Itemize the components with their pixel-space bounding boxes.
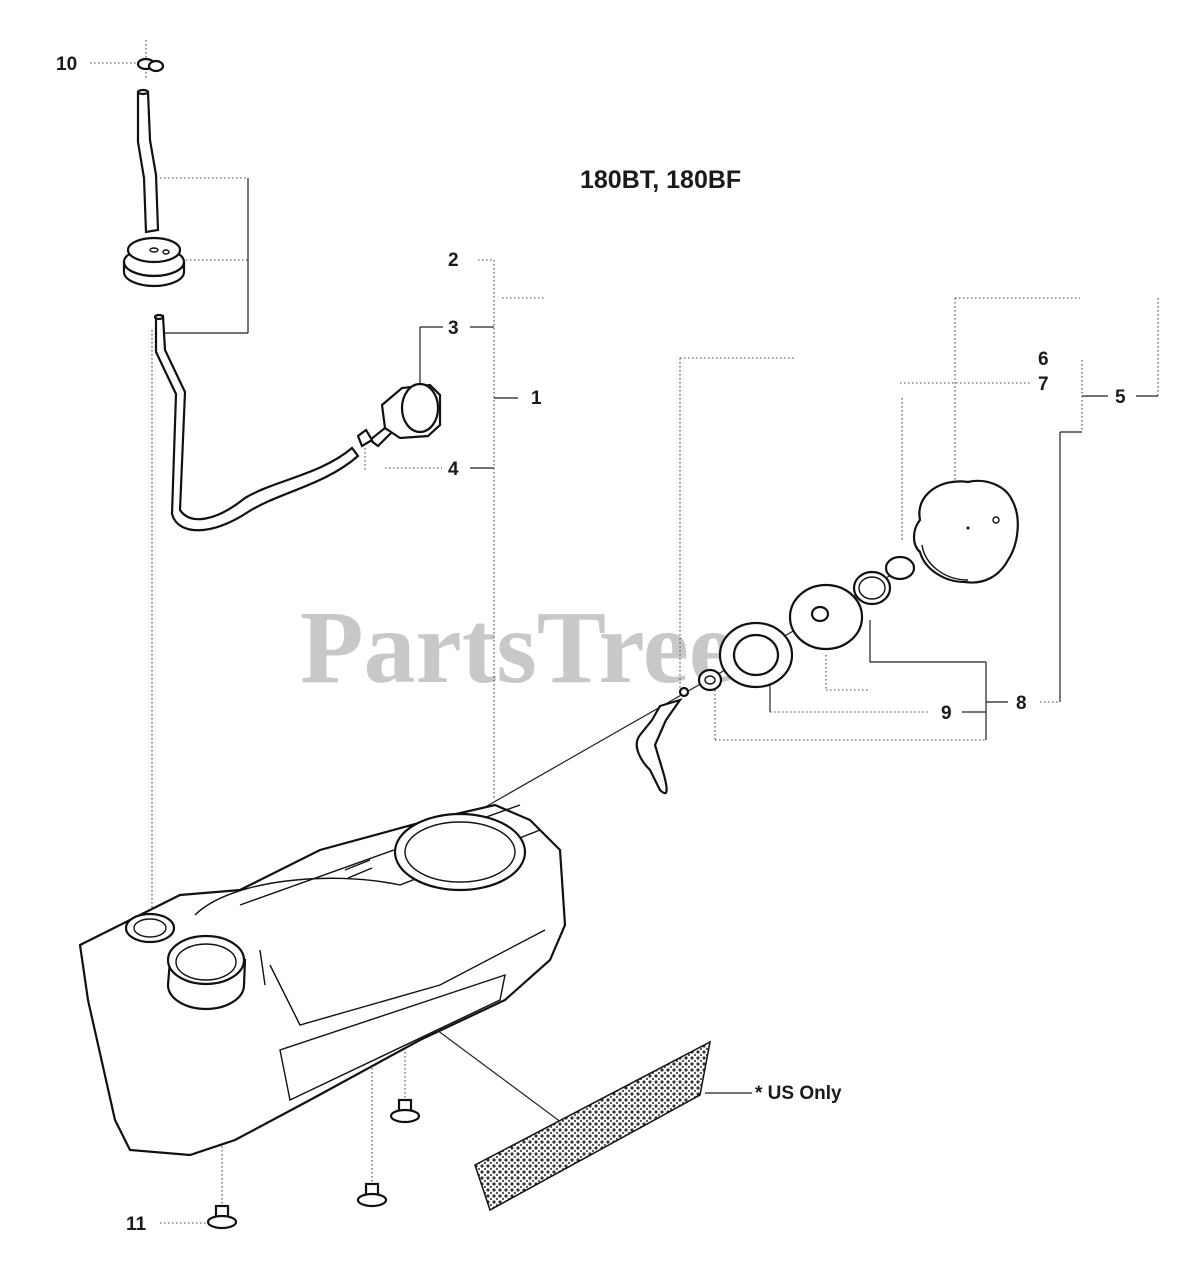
- label-part-1: 1: [531, 388, 542, 409]
- screw-right: [389, 1098, 421, 1124]
- cap-tether: [635, 686, 690, 795]
- label-part-11: 11: [126, 1214, 147, 1235]
- label-part-2: 2: [448, 250, 459, 271]
- us-only-note: * US Only: [755, 1083, 842, 1104]
- screw-part-11: [206, 1204, 238, 1230]
- washer-part-9: [718, 621, 794, 689]
- label-part-5: 5: [1115, 387, 1126, 408]
- screw-middle: [356, 1182, 388, 1208]
- label-part-7: 7: [1038, 374, 1049, 395]
- retainer-nut: [697, 668, 723, 692]
- fuel-hose-upper: [136, 88, 160, 234]
- gasket: [788, 583, 864, 651]
- leader-lines: [90, 40, 1159, 1224]
- label-part-9: 9: [941, 703, 952, 724]
- clip-part-10: [136, 57, 165, 73]
- grommet: [122, 236, 186, 288]
- fuel-tank: [78, 803, 567, 1157]
- o-ring: [852, 570, 892, 606]
- fuel-filter-part-3: [356, 382, 442, 448]
- model-title: 180BT, 180BF: [580, 166, 741, 194]
- label-part-8: 8: [1016, 693, 1027, 714]
- label-part-6: 6: [1038, 349, 1049, 370]
- fuel-cap-part-6: [912, 479, 1019, 584]
- cap-insert-part-7: [884, 555, 916, 581]
- label-part-4: 4: [448, 459, 459, 480]
- fuel-line-lower: [153, 313, 360, 532]
- label-part-3: 3: [448, 318, 459, 339]
- watermark: PartsTree: [300, 590, 735, 705]
- label-part-10: 10: [56, 54, 77, 75]
- warning-decal: [474, 1040, 712, 1212]
